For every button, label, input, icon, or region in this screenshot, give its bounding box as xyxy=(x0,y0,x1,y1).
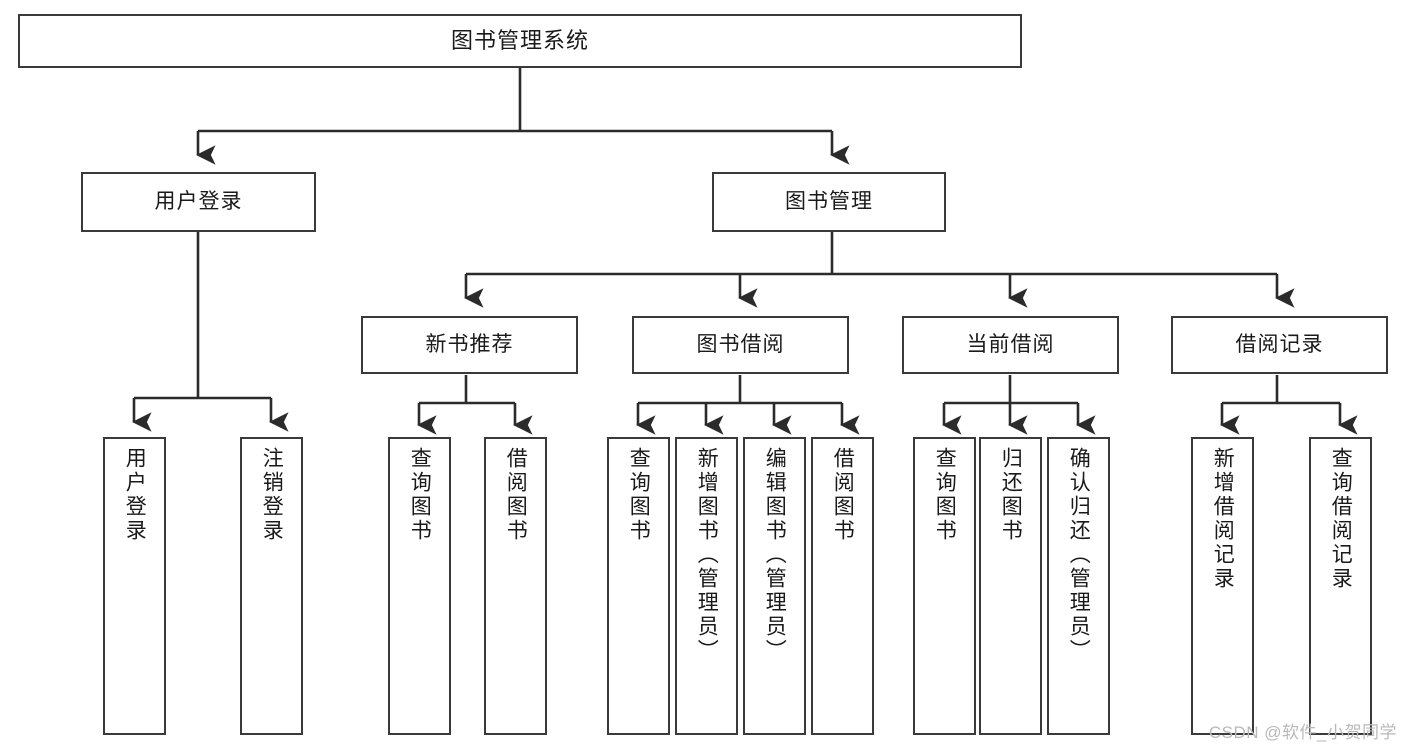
node-label: 当前借阅 xyxy=(966,332,1055,356)
leaf-book-borrow-borrow[interactable]: 借阅图书 xyxy=(811,437,874,735)
node-user-login[interactable]: 用户登录 xyxy=(81,172,316,232)
leaf-user-login-logout[interactable]: 注销登录 xyxy=(240,437,303,735)
leaf-current-borrow-query[interactable]: 查询图书 xyxy=(913,437,976,735)
csdn-watermark: CSDN @软件_小贺同学 xyxy=(1208,723,1397,742)
node-label: 借阅记录 xyxy=(1235,332,1324,356)
leaf-new-book-query[interactable]: 查询图书 xyxy=(388,437,451,735)
node-label: 图书管理系统 xyxy=(450,28,589,54)
leaf-user-login-login[interactable]: 用户登录 xyxy=(103,437,166,735)
node-label: 用户登录 xyxy=(123,447,147,543)
node-label: 确认归还（管理员） xyxy=(1067,447,1091,663)
node-current-borrow[interactable]: 当前借阅 xyxy=(902,316,1119,374)
leaf-new-book-borrow[interactable]: 借阅图书 xyxy=(484,437,547,735)
node-label: 注销登录 xyxy=(260,447,284,543)
node-root-book-management-system[interactable]: 图书管理系统 xyxy=(18,14,1022,68)
node-label: 归还图书 xyxy=(999,447,1023,543)
leaf-current-borrow-return[interactable]: 归还图书 xyxy=(979,437,1042,735)
node-label: 查询图书 xyxy=(933,447,957,543)
node-book-borrow[interactable]: 图书借阅 xyxy=(632,316,849,374)
node-borrow-record[interactable]: 借阅记录 xyxy=(1171,316,1388,374)
leaf-book-borrow-edit[interactable]: 编辑图书（管理员） xyxy=(743,437,806,735)
node-label: 查询借阅记录 xyxy=(1329,447,1353,591)
node-book-management[interactable]: 图书管理 xyxy=(712,172,946,232)
node-label: 查询图书 xyxy=(627,447,651,543)
leaf-borrow-record-add[interactable]: 新增借阅记录 xyxy=(1191,437,1254,735)
node-new-book-recommend[interactable]: 新书推荐 xyxy=(361,316,578,374)
leaf-borrow-record-query[interactable]: 查询借阅记录 xyxy=(1309,437,1372,735)
node-label: 用户登录 xyxy=(154,189,243,213)
node-label: 图书借阅 xyxy=(696,332,785,356)
node-label: 新书推荐 xyxy=(425,332,514,356)
node-label: 图书管理 xyxy=(785,189,873,213)
leaf-book-borrow-query[interactable]: 查询图书 xyxy=(607,437,670,735)
node-label: 查询图书 xyxy=(408,447,432,543)
node-label: 新增借阅记录 xyxy=(1211,447,1235,591)
node-label: 新增图书（管理员） xyxy=(695,447,719,663)
leaf-current-borrow-confirm-return[interactable]: 确认归还（管理员） xyxy=(1047,437,1110,735)
node-label: 借阅图书 xyxy=(504,447,528,543)
leaf-book-borrow-add[interactable]: 新增图书（管理员） xyxy=(675,437,738,735)
node-label: 借阅图书 xyxy=(831,447,855,543)
node-label: 编辑图书（管理员） xyxy=(763,447,787,663)
